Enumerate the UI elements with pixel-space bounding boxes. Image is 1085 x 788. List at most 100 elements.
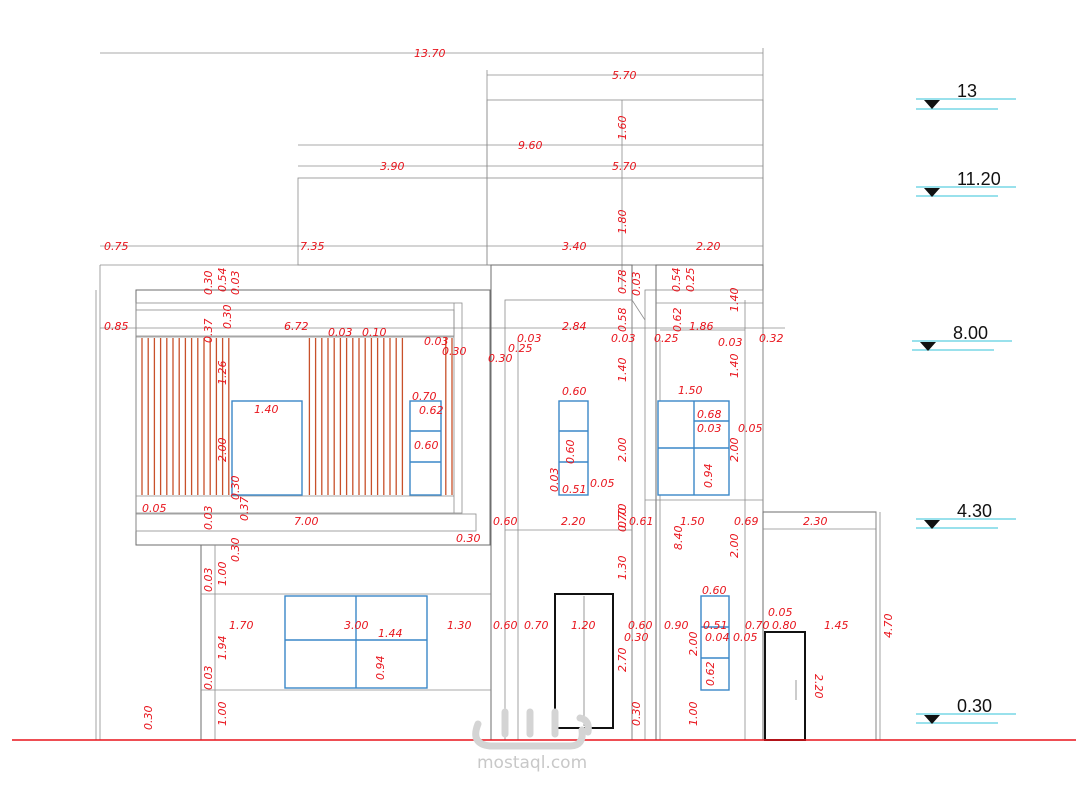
dim-2-20-top: 2.20 [696, 240, 721, 253]
dim-0-30-d: 0.30 [488, 352, 513, 365]
dim-0-54-b: 0.54 [670, 268, 683, 293]
left-upper-box [135, 289, 491, 546]
dim-0-70-b: 0.70 [616, 504, 629, 529]
dim-1-00-b: 1.00 [216, 702, 229, 727]
dim-0-60-c: 0.60 [564, 440, 577, 465]
dim-0-54-a: 0.54 [216, 268, 229, 293]
dim-4-70: 4.70 [882, 614, 895, 639]
dim-0-70-c: 0.70 [616, 508, 629, 533]
dim-0-60-f: 0.60 [493, 619, 518, 632]
dim-6-72: 6.72 [284, 320, 309, 333]
dim-1-40-b: 1.40 [254, 403, 279, 416]
dim-0-94-a: 0.94 [702, 464, 715, 489]
watermark: mostaql.com [472, 708, 592, 773]
dim-0-62-b: 0.62 [419, 404, 444, 417]
dim-0-60-g: 0.60 [628, 619, 653, 632]
level-label-11-20: 11.20 [957, 169, 1001, 189]
dim-0-78: 0.78 [616, 270, 629, 295]
dim-0-30-e: 0.30 [229, 476, 242, 501]
dim-0-03-g: 0.03 [718, 336, 743, 349]
dim-0-70-d: 0.70 [524, 619, 549, 632]
dimension-labels: 13.70 5.70 9.60 3.90 5.70 0.75 7.35 3.40… [104, 47, 895, 730]
dim-1-44: 1.44 [378, 627, 403, 640]
dim-1-40-a: 1.40 [728, 288, 741, 313]
dim-0-51-a: 0.51 [562, 483, 587, 496]
dim-7-35: 7.35 [300, 240, 325, 253]
dim-1-80: 1.80 [616, 210, 629, 235]
level-label-13: 13 [957, 81, 977, 101]
dim-0-30-f: 0.30 [456, 532, 481, 545]
dim-2-00-b: 2.00 [616, 438, 629, 463]
top-dimension-lines [100, 48, 785, 329]
dim-0-03-c: 0.03 [328, 326, 353, 339]
dim-0-05-a: 0.05 [590, 477, 615, 490]
dim-0-03-e: 0.03 [517, 332, 542, 345]
dim-7-00: 7.00 [294, 515, 319, 528]
dim-1-45: 1.45 [824, 619, 849, 632]
dim-0-05-b: 0.05 [738, 422, 763, 435]
dim-0-75: 0.75 [104, 240, 129, 253]
dim-0-70-e: 0.70 [745, 619, 770, 632]
dim-0-03-a: 0.03 [229, 271, 242, 296]
dim-1-30-a: 1.30 [616, 556, 629, 581]
level-label-4-30: 4.30 [957, 501, 992, 521]
dim-2-70: 2.70 [616, 648, 629, 673]
dim-0-30-b: 0.30 [221, 305, 234, 330]
dim-0-30-g: 0.30 [229, 538, 242, 563]
dim-2-00-c: 2.00 [728, 438, 741, 463]
dim-0-03-b: 0.03 [630, 272, 643, 297]
dim-2-30: 2.30 [803, 515, 828, 528]
dim-2-20-c: 2.20 [812, 674, 825, 699]
level-label-0-30: 0.30 [957, 696, 992, 716]
dim-1-20: 1.20 [571, 619, 596, 632]
dim-2-20-b: 2.20 [561, 515, 586, 528]
level-marker-4-30: 4.30 [916, 501, 1016, 529]
dim-0-04: 0.04 [705, 631, 730, 644]
level-markers: 13 11.20 8.00 4.30 0.30 [912, 81, 1016, 724]
service-door [764, 631, 806, 741]
dim-0-25-a: 0.25 [684, 268, 697, 293]
timber-slats [141, 338, 453, 495]
dim-3-00: 3.00 [344, 619, 369, 632]
dim-1-60: 1.60 [616, 116, 629, 141]
dim-3-90: 3.90 [380, 160, 405, 173]
dim-1-40-d: 1.40 [728, 354, 741, 379]
dim-0-85: 0.85 [104, 320, 129, 333]
main-entrance-door [554, 593, 614, 729]
dim-0-03-j: 0.03 [202, 506, 215, 531]
dim-0-30-a: 0.30 [202, 271, 215, 296]
dim-5-70-top: 5.70 [612, 69, 637, 82]
dim-0-03-k: 0.03 [202, 568, 215, 593]
dim-1-30-b: 1.30 [447, 619, 472, 632]
dim-0-69: 0.69 [734, 515, 759, 528]
dim-2-00-d: 2.00 [728, 534, 741, 559]
level-label-8-00: 8.00 [953, 323, 988, 343]
dim-0-03-i: 0.03 [697, 422, 722, 435]
dim-0-62-a: 0.62 [671, 308, 684, 333]
dim-0-61: 0.61 [629, 515, 654, 528]
dim-0-80: 0.80 [772, 619, 797, 632]
dim-0-37-a: 0.37 [202, 319, 215, 344]
ground-window-large [284, 595, 428, 689]
dim-0-25-b: 0.25 [508, 342, 533, 355]
dim-0-60-a: 0.60 [414, 439, 439, 452]
dim-0-94-b: 0.94 [374, 656, 387, 681]
dim-0-58: 0.58 [616, 308, 629, 333]
dim-0-30-h: 0.30 [624, 631, 649, 644]
dim-0-90: 0.90 [664, 619, 689, 632]
central-window [558, 400, 589, 496]
dim-0-60-e: 0.60 [702, 584, 727, 597]
dim-1-94: 1.94 [216, 636, 229, 661]
level-marker-0-30: 0.30 [916, 696, 1016, 724]
dim-0-30-c: 0.30 [442, 345, 467, 358]
dim-0-03-f: 0.03 [611, 332, 636, 345]
right-lower-window [700, 595, 730, 691]
dim-2-84: 2.84 [562, 320, 587, 333]
dim-0-03-d: 0.03 [424, 335, 449, 348]
dim-0-70-a: 0.70 [412, 390, 437, 403]
dim-1-50-b: 1.50 [680, 515, 705, 528]
dim-0-10: 0.10 [362, 326, 387, 339]
level-marker-8-00: 8.00 [912, 323, 1012, 351]
dim-0-05-d: 0.05 [768, 606, 793, 619]
